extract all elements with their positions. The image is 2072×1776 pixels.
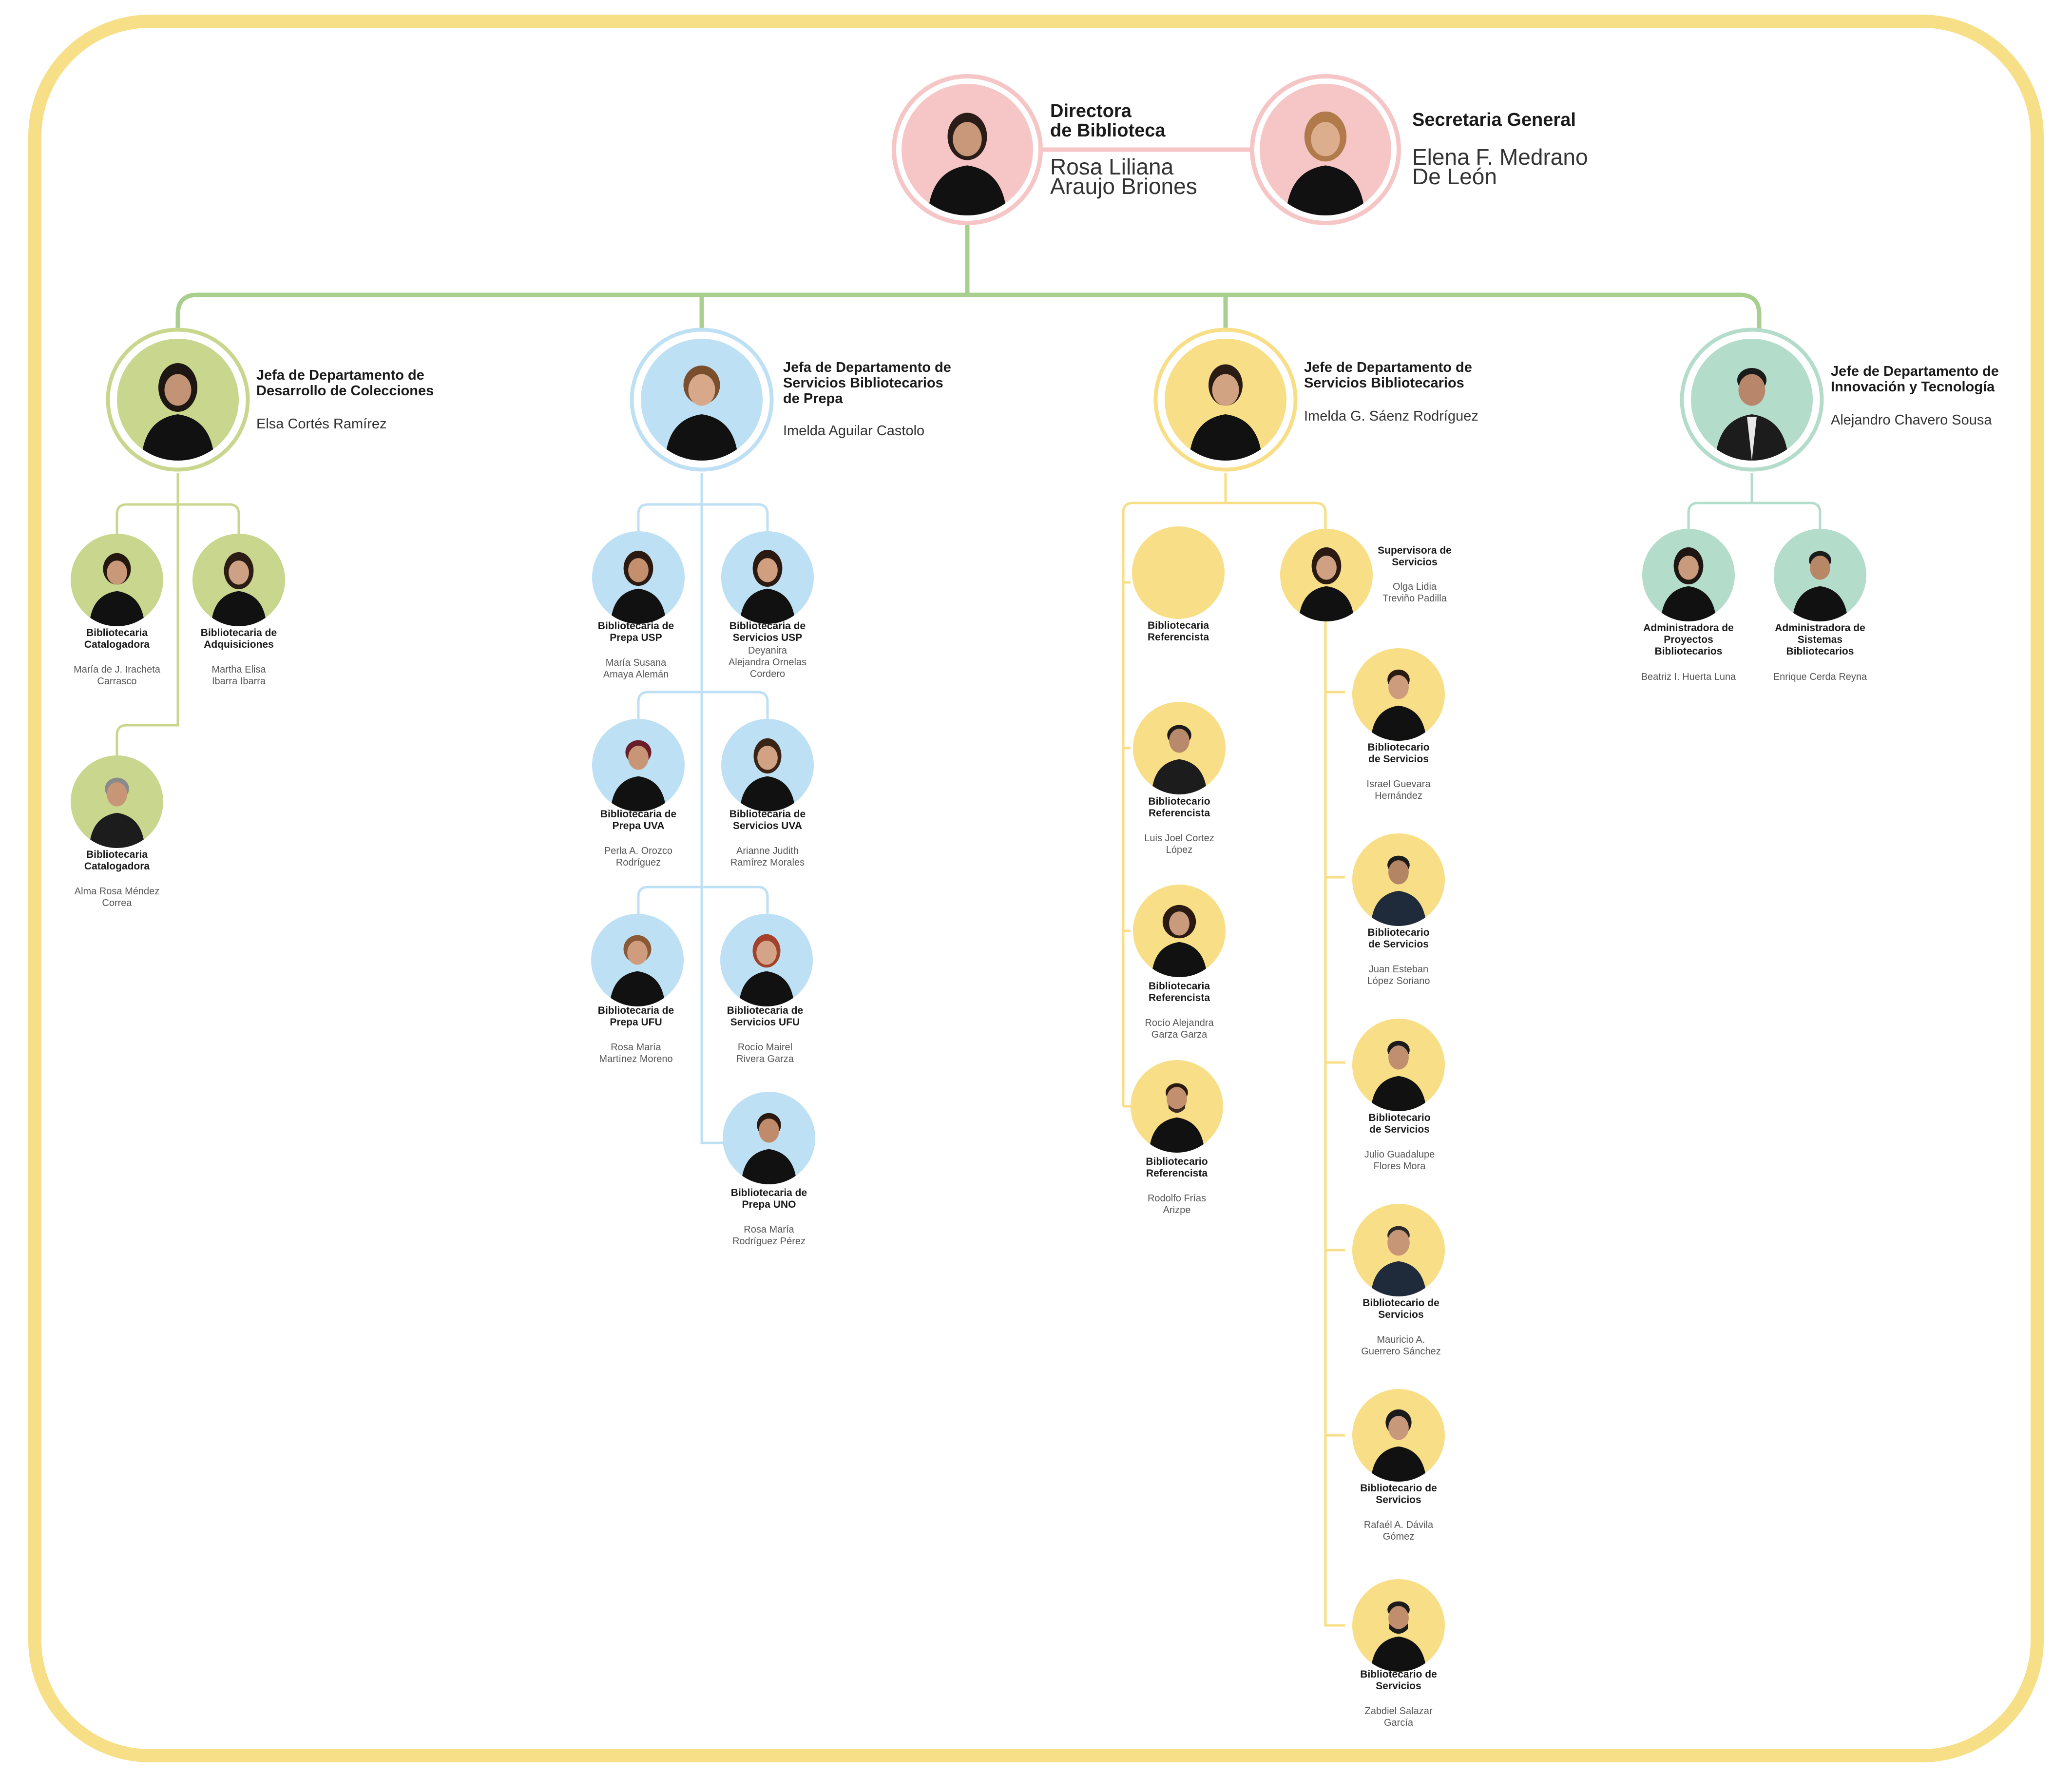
- servicios-staff-6-title: Bibliotecario de Servicios: [1360, 1669, 1437, 1692]
- servicios-staff-6-photo-icon: [1352, 1579, 1445, 1672]
- referencista-3-title: Bibliotecaria Referencista: [1148, 981, 1210, 1004]
- prepa-staff-4-name: Arianne Judith Ramírez Morales: [730, 846, 805, 868]
- supervisora-name: Olga Lidia Treviño Padilla: [1382, 581, 1447, 604]
- directora-photo-icon: [902, 84, 1033, 215]
- dept-prepa-photo-icon: [641, 339, 763, 461]
- servicios-staff-3-name: Julio Guadalupe Flores Mora: [1364, 1149, 1435, 1172]
- prepa-staff-7-name: Rosa María Rodríguez Pérez: [732, 1224, 806, 1247]
- referencista-2-photo-icon: [1133, 702, 1226, 794]
- servicios-staff-4-name: Mauricio A. Guerrero Sánchez: [1361, 1334, 1441, 1357]
- prepa-staff-6-title: Bibliotecaria de Servicios UFU: [727, 1005, 804, 1028]
- dept-servicios-name: Imelda G. Sáenz Rodríguez: [1304, 408, 1478, 424]
- connector-departments: [175, 292, 1762, 334]
- prepa-staff-2-name: Deyanira Alejandra Ornelas Cordero: [728, 645, 807, 679]
- prepa-staff-5-title: Bibliotecaria de Prepa UFU: [597, 1005, 674, 1028]
- prepa-staff-1-name: María Susana Amaya Alemán: [603, 657, 669, 680]
- referencista-2-name: Luis Joel Cortez López: [1144, 833, 1214, 855]
- colecciones-staff-1-name: María de J. Iracheta Carrasco: [74, 664, 160, 687]
- dept-colecciones-photo-icon: [117, 339, 239, 461]
- dept-servicios-title: Jefe de Departamento de Servicios Biblio…: [1304, 360, 1472, 391]
- supervisora-title: Supervisora de Servicios: [1378, 545, 1452, 568]
- colecciones-staff-3-photo-icon: [71, 755, 163, 848]
- innovacion-staff-2-photo-icon: [1774, 529, 1866, 621]
- innovacion-staff-2-name: Enrique Cerda Reyna: [1773, 672, 1867, 682]
- referencista-3-name: Rocío Alejandra Garza Garza: [1145, 1018, 1214, 1040]
- colecciones-staff-3-name: Alma Rosa Méndez Correa: [74, 886, 160, 908]
- dept-colecciones-name: Elsa Cortés Ramírez: [256, 416, 387, 432]
- secretaria-name: Elena F. Medrano De León: [1412, 144, 1588, 189]
- secretaria-photo-icon: [1260, 84, 1391, 215]
- innovacion-staff-1-photo-icon: [1642, 529, 1735, 621]
- colecciones-staff-2-name: Martha Elisa Ibarra Ibarra: [211, 664, 266, 687]
- prepa-staff-3-name: Perla A. Orozco Rodríguez: [604, 846, 673, 868]
- servicios-staff-5-name: Rafaél A. Dávila Gómez: [1363, 1520, 1434, 1542]
- prepa-staff-2-title: Bibliotecaria de Servicios USP: [729, 620, 806, 643]
- referencista-1-photo-icon: [1132, 526, 1225, 619]
- directora-name: Rosa Liliana Araujo Briones: [1050, 154, 1197, 199]
- referencista-2-title: Bibliotecario Referencista: [1148, 796, 1210, 819]
- referencista-3-photo-icon: [1133, 885, 1226, 977]
- servicios-staff-5-title: Bibliotecario de Servicios: [1360, 1483, 1437, 1506]
- connector-servicios: [1122, 473, 1345, 1627]
- connector-colecciones: [115, 473, 240, 760]
- referencista-4-name: Rodolfo Frías Arizpe: [1147, 1193, 1207, 1216]
- servicios-staff-4-photo-icon: [1352, 1204, 1445, 1296]
- prepa-staff-1-photo-icon: [592, 531, 685, 624]
- servicios-staff-2-photo-icon: [1352, 833, 1445, 926]
- dept-prepa-name: Imelda Aguilar Castolo: [783, 423, 925, 439]
- referencista-4-photo-icon: [1131, 1060, 1223, 1153]
- connector-innovacion: [1687, 473, 1822, 534]
- prepa-staff-1-title: Bibliotecaria de Prepa USP: [597, 620, 674, 643]
- colecciones-staff-2-title: Bibliotecaria de Adquisiciones: [200, 627, 277, 650]
- dept-innovacion-name: Alejandro Chavero Sousa: [1831, 412, 1992, 428]
- prepa-staff-5-photo-icon: [591, 914, 684, 1006]
- prepa-staff-3-photo-icon: [592, 719, 685, 811]
- colecciones-staff-1-title: Bibliotecaria Catalogadora: [84, 627, 150, 650]
- servicios-staff-1-name: Israel Guevara Hernández: [1366, 779, 1431, 801]
- servicios-staff-5-photo-icon: [1352, 1389, 1445, 1482]
- dept-innovacion-photo-icon: [1691, 339, 1813, 461]
- servicios-staff-6-name: Zabdiel Salazar García: [1364, 1706, 1433, 1728]
- prepa-staff-6-name: Rocío Mairel Rivera Garza: [736, 1042, 794, 1064]
- servicios-staff-3-title: Bibliotecario de Servicios: [1368, 1112, 1431, 1135]
- servicios-staff-1-photo-icon: [1352, 648, 1445, 741]
- prepa-staff-7-photo-icon: [723, 1092, 815, 1184]
- colecciones-staff-1-photo-icon: [71, 534, 163, 626]
- innovacion-staff-2-title: Administradora de Sistemas Bibliotecario…: [1775, 622, 1865, 657]
- dept-prepa-title: Jefa de Departamento de Servicios Biblio…: [783, 360, 951, 406]
- prepa-staff-6-photo-icon: [720, 914, 813, 1006]
- chart-frame: [28, 15, 2044, 1762]
- colecciones-staff-2-photo-icon: [192, 534, 285, 626]
- prepa-staff-5-name: Rosa María Martínez Moreno: [599, 1042, 673, 1064]
- prepa-staff-3-title: Bibliotecaria de Prepa UVA: [600, 809, 677, 831]
- referencista-4-title: Bibliotecario Referencista: [1146, 1156, 1208, 1179]
- prepa-staff-7-title: Bibliotecaria de Prepa UNO: [730, 1187, 807, 1210]
- referencista-1-title: Bibliotecaria Referencista: [1147, 620, 1209, 643]
- servicios-staff-4-title: Bibliotecario de Servicios: [1362, 1297, 1439, 1320]
- supervisora-photo-icon: [1280, 529, 1373, 621]
- innovacion-staff-1-name: Beatriz I. Huerta Luna: [1641, 672, 1736, 682]
- servicios-staff-2-name: Juan Esteban López Soriano: [1367, 964, 1430, 986]
- servicios-staff-1-title: Bibliotecario de Servicios: [1367, 742, 1430, 765]
- colecciones-staff-3-title: Bibliotecaria Catalogadora: [84, 849, 150, 872]
- secretaria-title: Secretaria General: [1412, 110, 1576, 130]
- prepa-staff-4-title: Bibliotecaria de Servicios UVA: [729, 809, 806, 831]
- dept-servicios-photo-icon: [1165, 339, 1286, 461]
- directora-title: Directora de Biblioteca: [1050, 101, 1166, 141]
- servicios-staff-2-title: Bibliotecario de Servicios: [1367, 927, 1430, 950]
- prepa-staff-2-photo-icon: [721, 531, 814, 624]
- innovacion-staff-1-title: Administradora de Proyectos Bibliotecari…: [1643, 622, 1734, 657]
- prepa-staff-4-photo-icon: [721, 719, 814, 811]
- servicios-staff-3-photo-icon: [1352, 1019, 1445, 1111]
- dept-colecciones-title: Jefa de Departamento de Desarrollo de Co…: [256, 367, 434, 399]
- dept-innovacion-title: Jefe de Departamento de Innovación y Tec…: [1831, 364, 1999, 395]
